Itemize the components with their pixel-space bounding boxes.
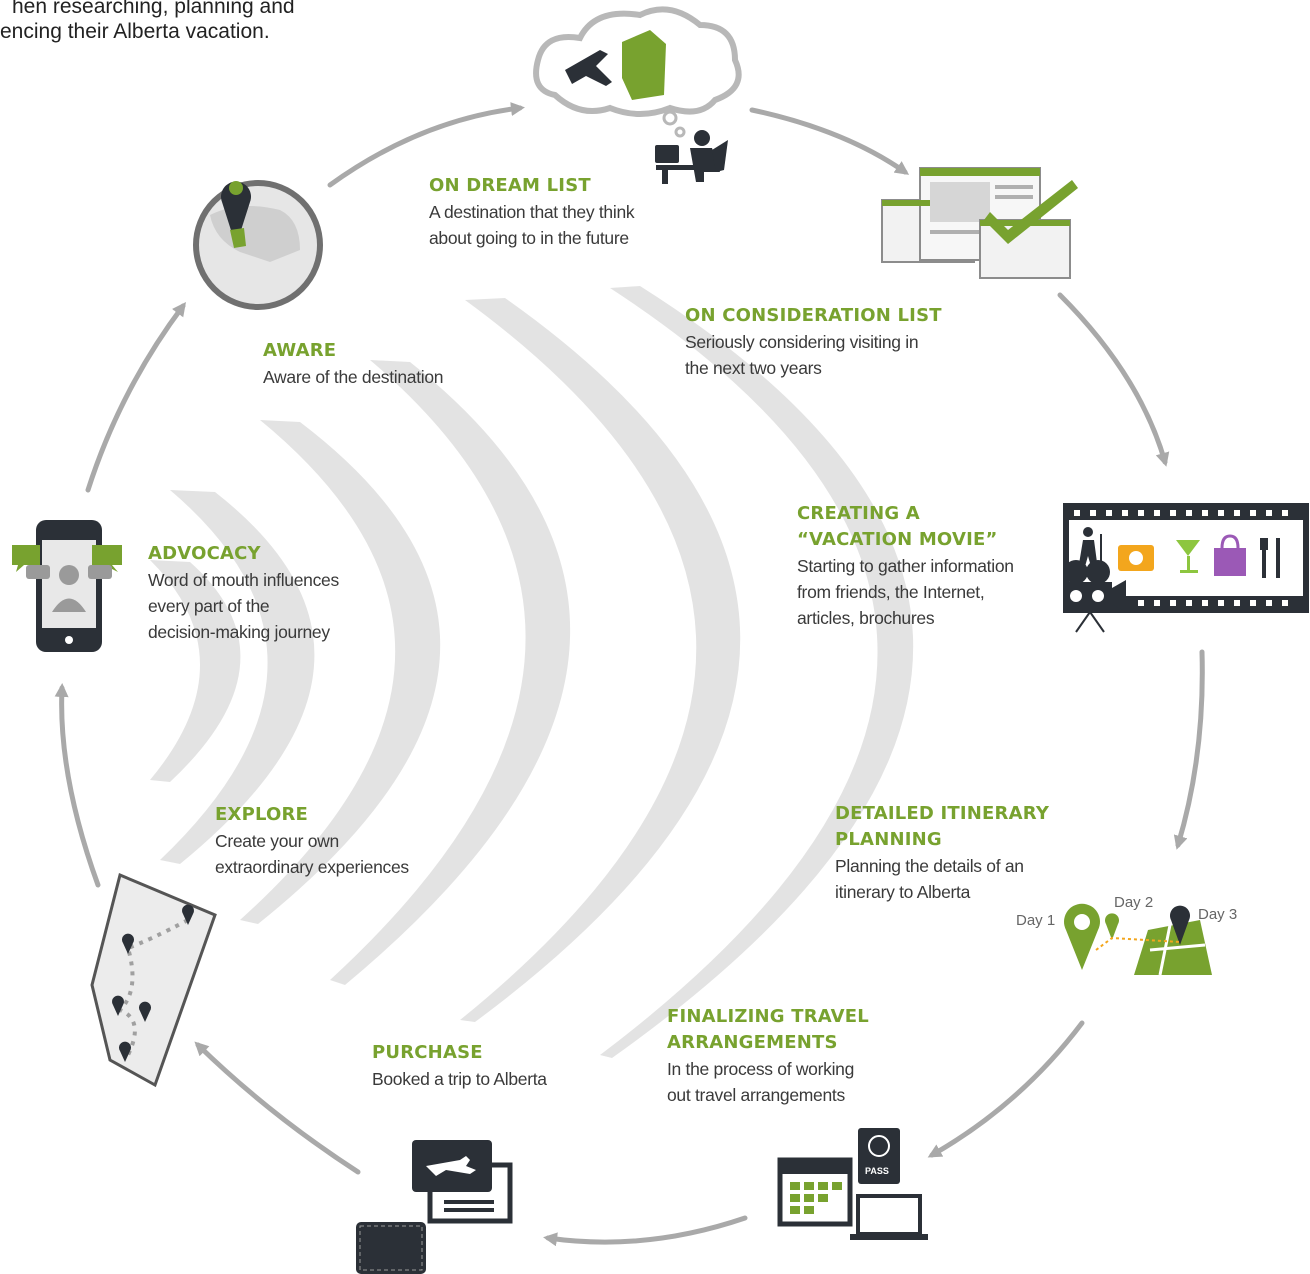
day-1-label: Day 1 xyxy=(1016,912,1056,929)
stage-purchase: PURCHASE Booked a trip to Alberta xyxy=(372,1040,547,1092)
stage-aware-title: AWARE xyxy=(263,340,337,361)
arrow-movie-to-itinerary xyxy=(1173,649,1205,850)
stage-aware-desc: Aware of the destination xyxy=(263,367,444,387)
stage-movie-title-1: CREATING A xyxy=(797,503,920,524)
stage-movie-desc-2: from friends, the Internet, xyxy=(797,582,985,602)
film-strip-icon xyxy=(1063,503,1309,633)
wave-arc xyxy=(240,420,441,924)
web-pages-check-icon xyxy=(881,167,1078,279)
stage-dream: ON DREAM LIST A destination that they th… xyxy=(429,173,635,251)
globe-pin-icon xyxy=(193,180,323,310)
alberta-route-map-icon xyxy=(90,872,217,1088)
stage-purchase-title: PURCHASE xyxy=(372,1042,483,1063)
dream-cloud-icon xyxy=(533,6,742,138)
stage-finalizing-title-2: ARRANGEMENTS xyxy=(667,1032,838,1053)
cutlery-icon xyxy=(1260,538,1280,578)
wave-arc xyxy=(330,360,571,985)
wave-arc xyxy=(460,298,741,1022)
wave-arc xyxy=(160,490,315,864)
drink-icon xyxy=(1176,540,1200,573)
itinerary-map-icon xyxy=(1064,903,1212,976)
wave-arc xyxy=(150,560,241,782)
stage-movie-desc-3: articles, brochures xyxy=(797,608,935,628)
stage-explore-desc-2: extraordinary experiences xyxy=(215,857,409,877)
stage-explore: EXPLORE Create your own extraordinary ex… xyxy=(215,802,409,880)
stage-advocacy: ADVOCACY Word of mouth influences every … xyxy=(148,541,339,645)
stage-consideration: ON CONSIDERATION LIST Seriously consider… xyxy=(685,303,942,381)
day-2-label: Day 2 xyxy=(1114,894,1154,911)
arrow-finalizing-to-purchase xyxy=(543,1215,748,1247)
stage-advocacy-desc-3: decision-making journey xyxy=(148,622,330,642)
stage-explore-title: EXPLORE xyxy=(215,804,309,825)
intro-text: hen researching, planning and encing the… xyxy=(0,0,295,44)
arrow-advocacy-to-aware xyxy=(85,301,186,493)
arrow-itinerary-to-finalizing xyxy=(927,1020,1085,1158)
stage-itinerary-desc-1: Planning the details of an xyxy=(835,856,1024,876)
ticket-wallet-icon xyxy=(356,1140,513,1274)
stage-itinerary: DETAILED ITINERARY PLANNING Planning the… xyxy=(835,801,1049,905)
shopping-bag-icon xyxy=(1214,534,1246,576)
stage-consideration-title: ON CONSIDERATION LIST xyxy=(685,305,942,326)
stage-dream-title: ON DREAM LIST xyxy=(429,175,591,196)
stage-consideration-desc-1: Seriously considering visiting in xyxy=(685,332,919,352)
stage-movie-title-2: “VACATION MOVIE” xyxy=(797,529,998,550)
wave-arc xyxy=(600,286,914,1058)
passport-label: PASS xyxy=(865,1166,889,1176)
stage-explore-desc-1: Create your own xyxy=(215,831,339,851)
stage-finalizing: FINALIZING TRAVEL ARRANGEMENTS In the pr… xyxy=(667,1004,869,1108)
phone-social-icon xyxy=(12,520,122,652)
day-3-label: Day 3 xyxy=(1198,906,1238,923)
stage-movie-desc-1: Starting to gather information xyxy=(797,556,1014,576)
stage-consideration-desc-2: the next two years xyxy=(685,358,822,378)
intro-line-2: encing their Alberta vacation. xyxy=(0,20,270,43)
stage-advocacy-desc-1: Word of mouth influences xyxy=(148,570,339,590)
stage-aware: AWARE Aware of the destination xyxy=(263,338,444,390)
arrow-dream-to-consideration xyxy=(749,107,910,175)
stage-dream-desc-2: about going to in the future xyxy=(429,228,629,248)
stage-itinerary-title-2: PLANNING xyxy=(835,829,942,850)
cycle-arrows xyxy=(54,102,1205,1247)
camera-icon xyxy=(1118,545,1154,571)
stage-itinerary-desc-2: itinerary to Alberta xyxy=(835,882,971,902)
calendar-passport-laptop-icon xyxy=(777,1128,928,1240)
stage-advocacy-desc-2: every part of the xyxy=(148,596,270,616)
stage-vacation-movie: CREATING A “VACATION MOVIE” Starting to … xyxy=(797,501,1014,631)
stage-advocacy-title: ADVOCACY xyxy=(148,543,261,564)
intro-line-1: hen researching, planning and xyxy=(12,0,295,18)
wave-arcs xyxy=(150,286,914,1058)
stage-finalizing-desc-2: out travel arrangements xyxy=(667,1085,845,1105)
arrow-explore-to-advocacy xyxy=(54,683,101,888)
stage-finalizing-title-1: FINALIZING TRAVEL xyxy=(667,1006,869,1027)
arrow-consideration-to-movie xyxy=(1057,292,1170,467)
stage-purchase-desc: Booked a trip to Alberta xyxy=(372,1069,547,1089)
stage-finalizing-desc-1: In the process of working xyxy=(667,1059,855,1079)
movie-camera-icon xyxy=(1064,560,1126,633)
arrow-purchase-to-explore xyxy=(194,1041,361,1175)
arrow-aware-to-dream xyxy=(327,102,525,188)
computer-user-icon xyxy=(655,130,728,184)
stage-dream-desc-1: A destination that they think xyxy=(429,202,635,222)
stage-itinerary-title-1: DETAILED ITINERARY xyxy=(835,803,1050,824)
